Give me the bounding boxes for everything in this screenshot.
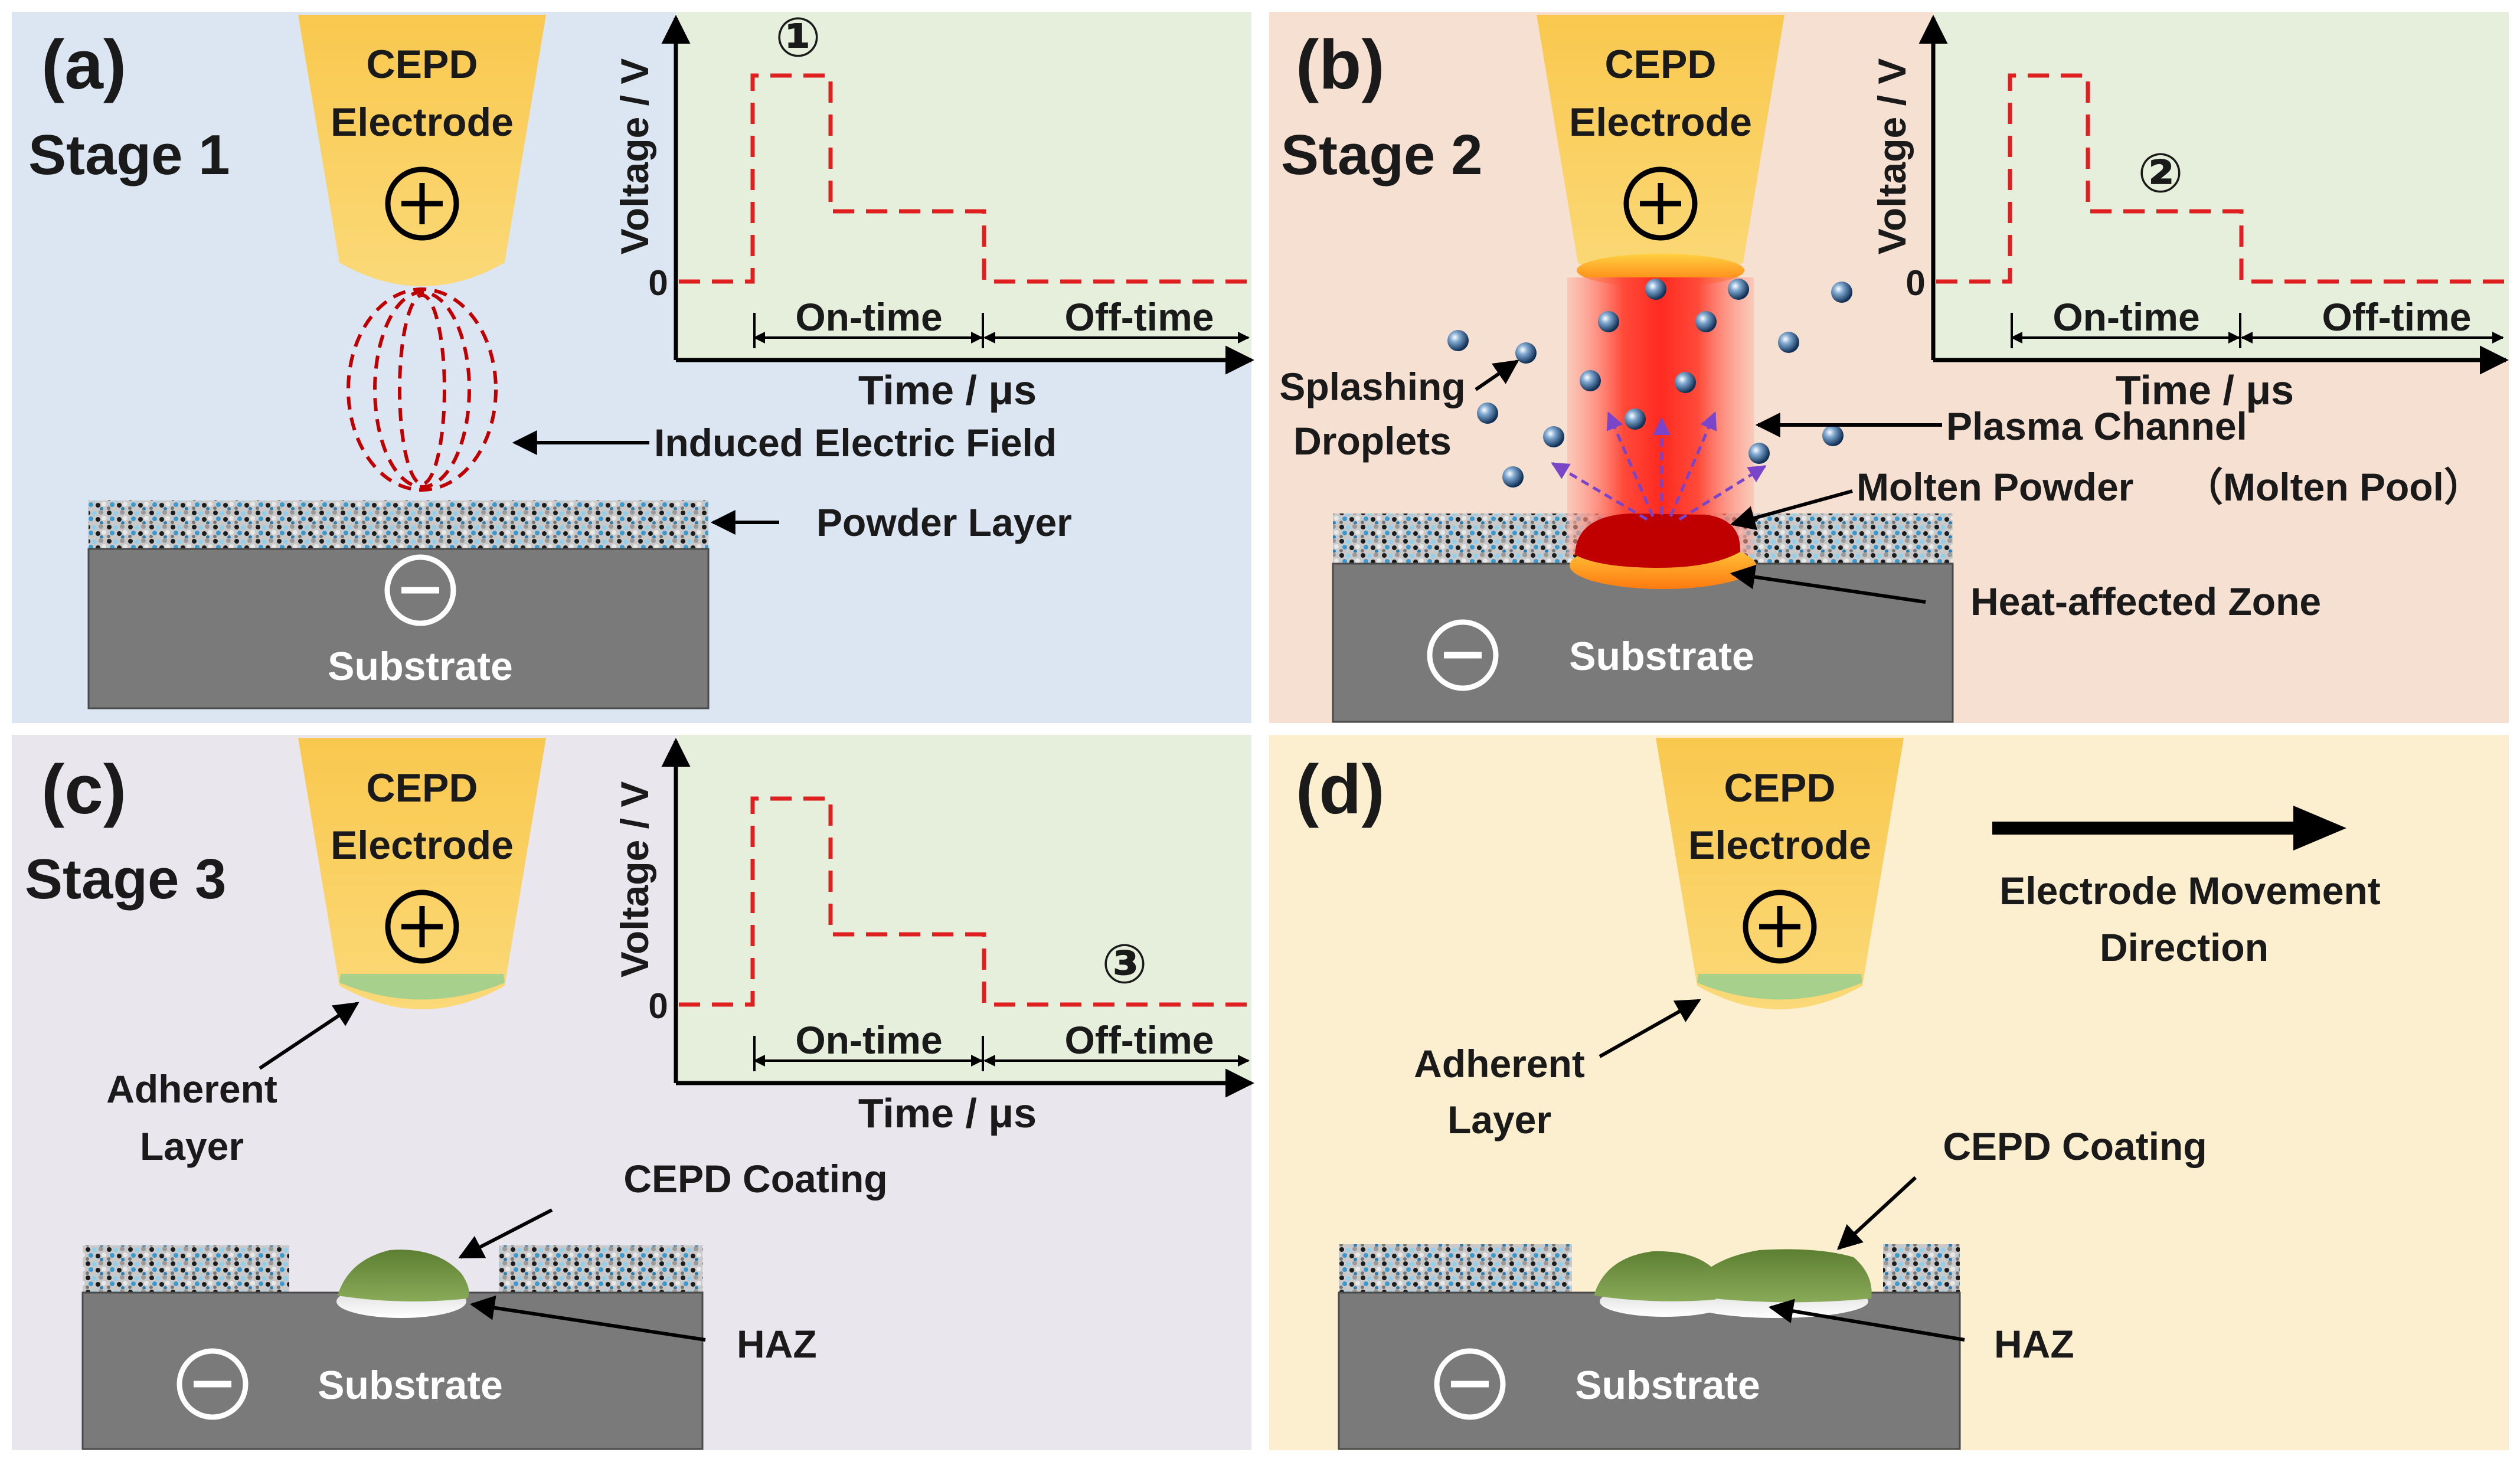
panel-c-on-time: On-time [795,1018,942,1062]
panel-c-haz-label: HAZ [737,1322,817,1366]
panel-c-coating [338,1250,469,1301]
movement-direction-arrow [1992,806,2346,851]
splashing-label: Splashing [1279,365,1465,408]
panel-b-off-time: Off-time [2322,295,2472,339]
molten-pool-label: （Molten Pool） [2184,465,2483,509]
panel-c-layer-label: Layer [140,1124,244,1168]
panel-b-ylabel: Voltage / V [1870,58,1914,255]
molten-powder-label: Molten Powder [1857,465,2133,509]
panel-d-coating-right [1688,1249,1872,1303]
panel-c-substrate-label: Substrate [318,1363,503,1408]
movement-direction-label: Direction [2100,925,2269,969]
molten-pool [1575,514,1741,568]
panel-d-coating-left [1594,1251,1721,1301]
panel-a-label: (a) [41,26,126,104]
panel-d-electrode-name-2: Electrode [1688,823,1871,868]
field-label: Induced Electric Field [654,421,1057,465]
panel-d-substrate-label: Substrate [1575,1363,1760,1408]
droplets-label: Droplets [1293,419,1452,463]
panel-d-powder-right [1883,1244,1960,1293]
panel-b-stage: Stage 2 [1281,123,1482,187]
panel-c-stage: Stage 3 [25,848,226,911]
panel-a: (a) Stage 1 CEPD Electrode Substrate Ind… [28,8,1254,709]
panel-a-substrate [87,548,710,709]
panel-a-electrode-name: CEPD [367,42,478,87]
heat-affected-zone-label: Heat-affected Zone [1970,580,2321,623]
panel-a-voltage-graph [661,12,1254,375]
panel-b-voltage-graph [1918,12,2509,375]
panel-c-zero: 0 [648,986,668,1026]
panel-b-xlabel: Time / μs [2116,367,2294,413]
panel-b-zero: 0 [1905,263,1925,303]
panel-a-off-time: Off-time [1065,295,1214,339]
panel-a-on-time: On-time [795,295,942,339]
panel-a-ylabel: Voltage / V [613,58,656,255]
panel-c: (c) Stage 3 CEPD Electrode Substrate Adh… [25,735,1254,1450]
movement-label: Electrode Movement [1999,869,2381,912]
panel-d-adherent-layer [1697,974,1862,1000]
panel-a-circled-1: ① [775,8,821,68]
panel-a-powder-layer [89,501,708,549]
panel-c-voltage-graph [661,735,1254,1098]
panel-c-off-time: Off-time [1065,1018,1214,1062]
panel-d-adherent-label: Adherent [1414,1042,1585,1085]
induced-electric-field [347,287,498,492]
panel-d: (d) CEPD Electrode Electrode Movement Di… [1296,738,2381,1450]
panel-a-zero: 0 [648,263,668,303]
splashing-droplets [1447,279,1852,488]
panel-c-powder-right [499,1245,702,1293]
plasma-channel-label: Plasma Channel [1946,404,2247,448]
panel-b-substrate-label: Substrate [1569,634,1754,679]
panel-c-adherent-layer [339,974,505,1000]
panel-d-coating-label: CEPD Coating [1943,1124,2207,1168]
panel-a-electrode-name-2: Electrode [331,100,514,145]
panel-d-haz-label: HAZ [1994,1322,2074,1366]
panel-c-adherent-label: Adherent [106,1067,277,1111]
panel-a-xlabel: Time / μs [858,367,1037,413]
panel-c-powder-left [83,1245,289,1293]
panel-b-label: (b) [1296,26,1385,104]
panel-c-label: (c) [41,751,126,829]
panel-c-electrode-name: CEPD [367,766,478,810]
vapor-arrows [1551,411,1767,521]
panel-c-ylabel: Voltage / V [613,781,656,978]
panel-c-coating-label: CEPD Coating [623,1157,887,1201]
panel-b-electrode-name: CEPD [1605,42,1717,87]
panel-c-circled-3: ③ [1102,934,1148,995]
powder-layer-label: Powder Layer [816,501,1072,544]
panel-b-circled-2: ② [2137,143,2184,204]
panel-c-xlabel: Time / μs [858,1090,1037,1136]
panel-a-stage: Stage 1 [28,123,230,187]
panel-b-electrode-name-2: Electrode [1569,100,1752,145]
panel-a-substrate-label: Substrate [328,644,513,689]
panel-d-electrode-name: CEPD [1724,766,1836,810]
panel-d-layer-label: Layer [1447,1098,1551,1142]
panel-b: (b) Stage 2 CEPD Electrode [1279,12,2509,723]
panel-c-electrode-name-2: Electrode [331,823,514,868]
panel-b-on-time: On-time [2052,295,2199,339]
panel-d-label: (d) [1296,751,1385,829]
panel-c-substrate [81,1291,704,1450]
panel-d-powder-left [1339,1244,1572,1293]
